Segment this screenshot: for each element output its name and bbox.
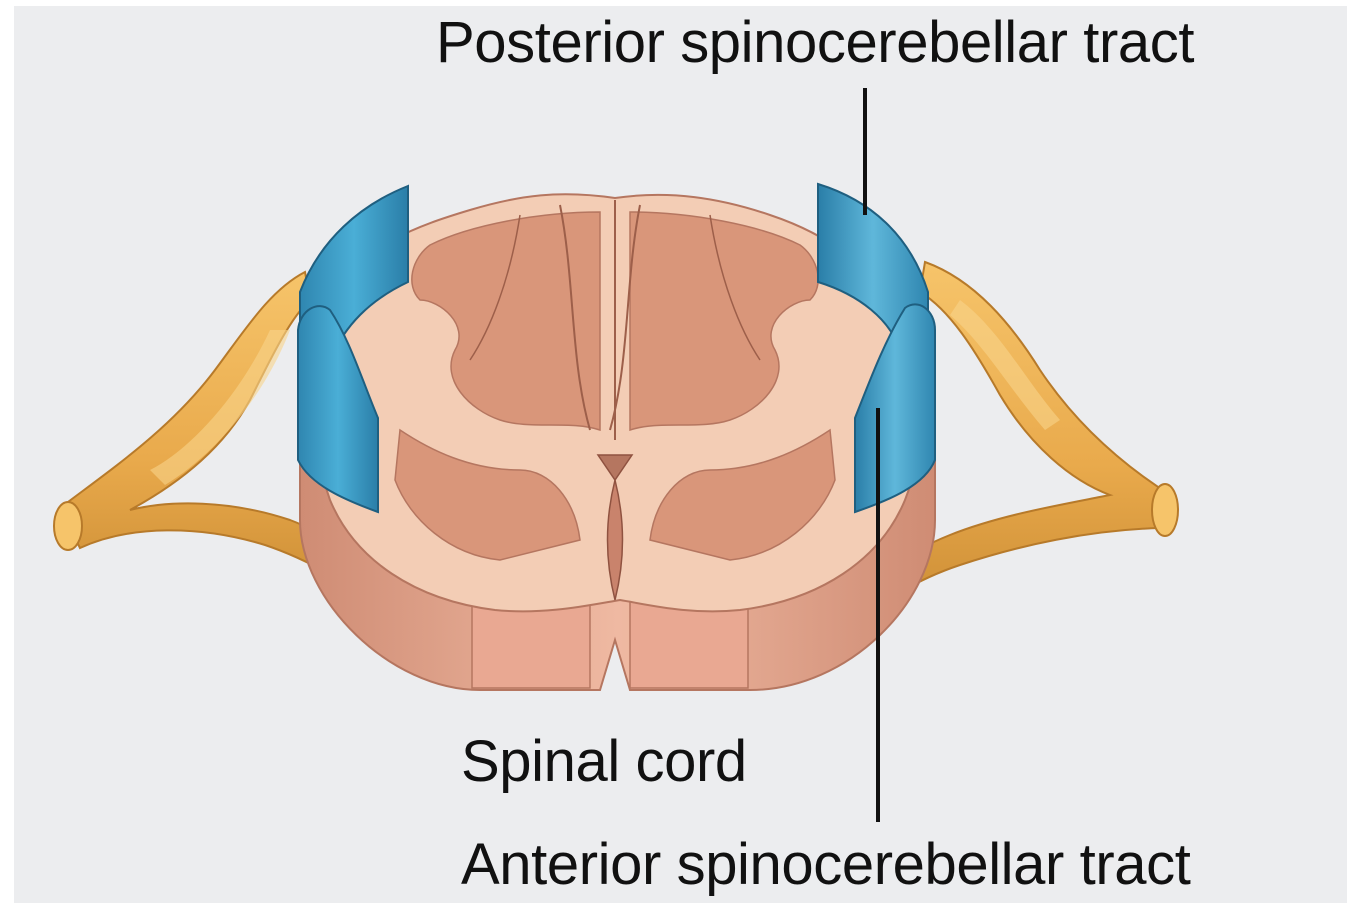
posterior-spinocerebellar-tract-label: Posterior spinocerebellar tract (436, 14, 1194, 72)
left-nerve-cut-end (54, 502, 82, 550)
spinal-cord-label: Spinal cord (461, 733, 747, 791)
right-nerve-cut-end (1152, 484, 1178, 536)
anterior-spinocerebellar-tract-label: Anterior spinocerebellar tract (461, 836, 1190, 894)
